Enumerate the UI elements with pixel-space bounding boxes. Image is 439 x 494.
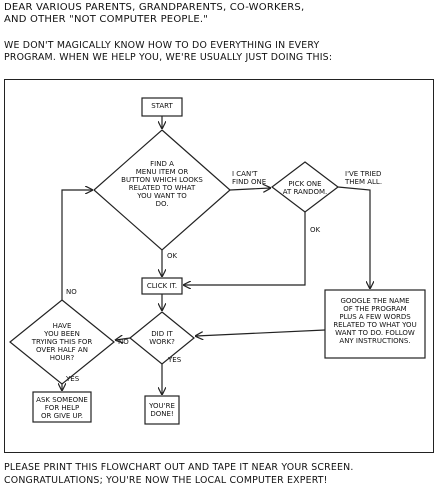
yes-label-1: YES <box>168 356 182 364</box>
google-text: GOOGLE THE NAME OF THE PROGRAM PLUS A FE… <box>333 297 417 345</box>
been-trying-text: HAVE YOU BEEN TRYING THIS FOR OVER HALF … <box>31 322 93 362</box>
pick-random-text: PICK ONE AT RANDOM. <box>282 180 328 196</box>
ask-someone-text: ASK SOMEONE FOR HELP OR GIVE UP. <box>36 396 88 420</box>
intro-line-4: PROGRAM. WHEN WE HELP YOU, WE'RE USUALLY… <box>4 52 333 63</box>
footer-line-1: PLEASE PRINT THIS FLOWCHART OUT AND TAPE… <box>4 462 354 473</box>
cant-find-label: I CAN'T FIND ONE <box>232 170 267 186</box>
ok-label-2: OK <box>167 252 178 260</box>
intro-line-3: WE DON'T MAGICALLY KNOW HOW TO DO EVERYT… <box>4 40 320 51</box>
no-label-1: NO <box>66 288 77 296</box>
intro-line-2: AND OTHER "NOT COMPUTER PEOPLE." <box>4 14 209 25</box>
ask-someone-box <box>32 391 92 423</box>
ok-label-1: OK <box>310 226 321 234</box>
done-box <box>144 395 180 425</box>
start-label: START <box>151 102 173 110</box>
click-it-text: CLICK IT. <box>146 282 178 290</box>
yes-label-2: YES <box>66 375 80 383</box>
google-box <box>324 289 426 359</box>
footer-line-2: CONGRATULATIONS; YOU'RE NOW THE LOCAL CO… <box>4 475 328 486</box>
done-text: YOU'RE DONE! <box>149 402 175 418</box>
did-it-work-text: DID IT WORK? <box>149 330 175 346</box>
no-label-2: NO <box>118 338 129 346</box>
find-item-text: FIND A MENU ITEM OR BUTTON WHICH LOOKS R… <box>121 160 203 208</box>
tried-all-label: I'VE TRIED THEM ALL. <box>345 170 383 186</box>
intro-line-1: DEAR VARIOUS PARENTS, GRANDPARENTS, CO-W… <box>4 2 305 13</box>
flowchart-panel <box>4 79 434 453</box>
